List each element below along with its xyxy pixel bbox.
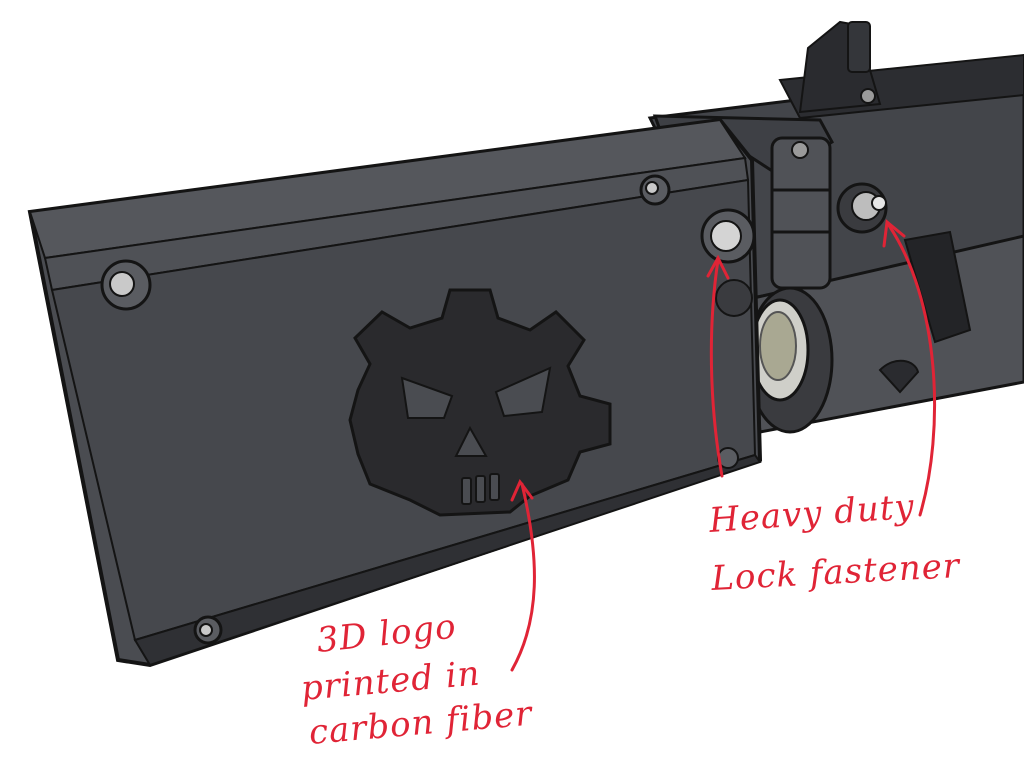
logo-annotation: 3D logo printed in carbon fiber [299, 607, 534, 753]
lock-fastener [836, 182, 888, 234]
leader-line-hinge [709, 258, 724, 478]
leader-line-logo [510, 482, 536, 672]
leader-line-fastener [886, 222, 937, 517]
logo-label-line1: 3D logo [315, 607, 459, 661]
annotation-arrows [510, 219, 937, 672]
leader-arrowhead [882, 219, 906, 248]
fastener-label-line2: Lock fastener [709, 546, 961, 599]
skull-gear-icon [348, 288, 612, 517]
leader-arrowhead [706, 254, 730, 280]
leader-arrowhead [510, 479, 534, 502]
fastener-label-line1: Heavy duty [707, 487, 916, 541]
